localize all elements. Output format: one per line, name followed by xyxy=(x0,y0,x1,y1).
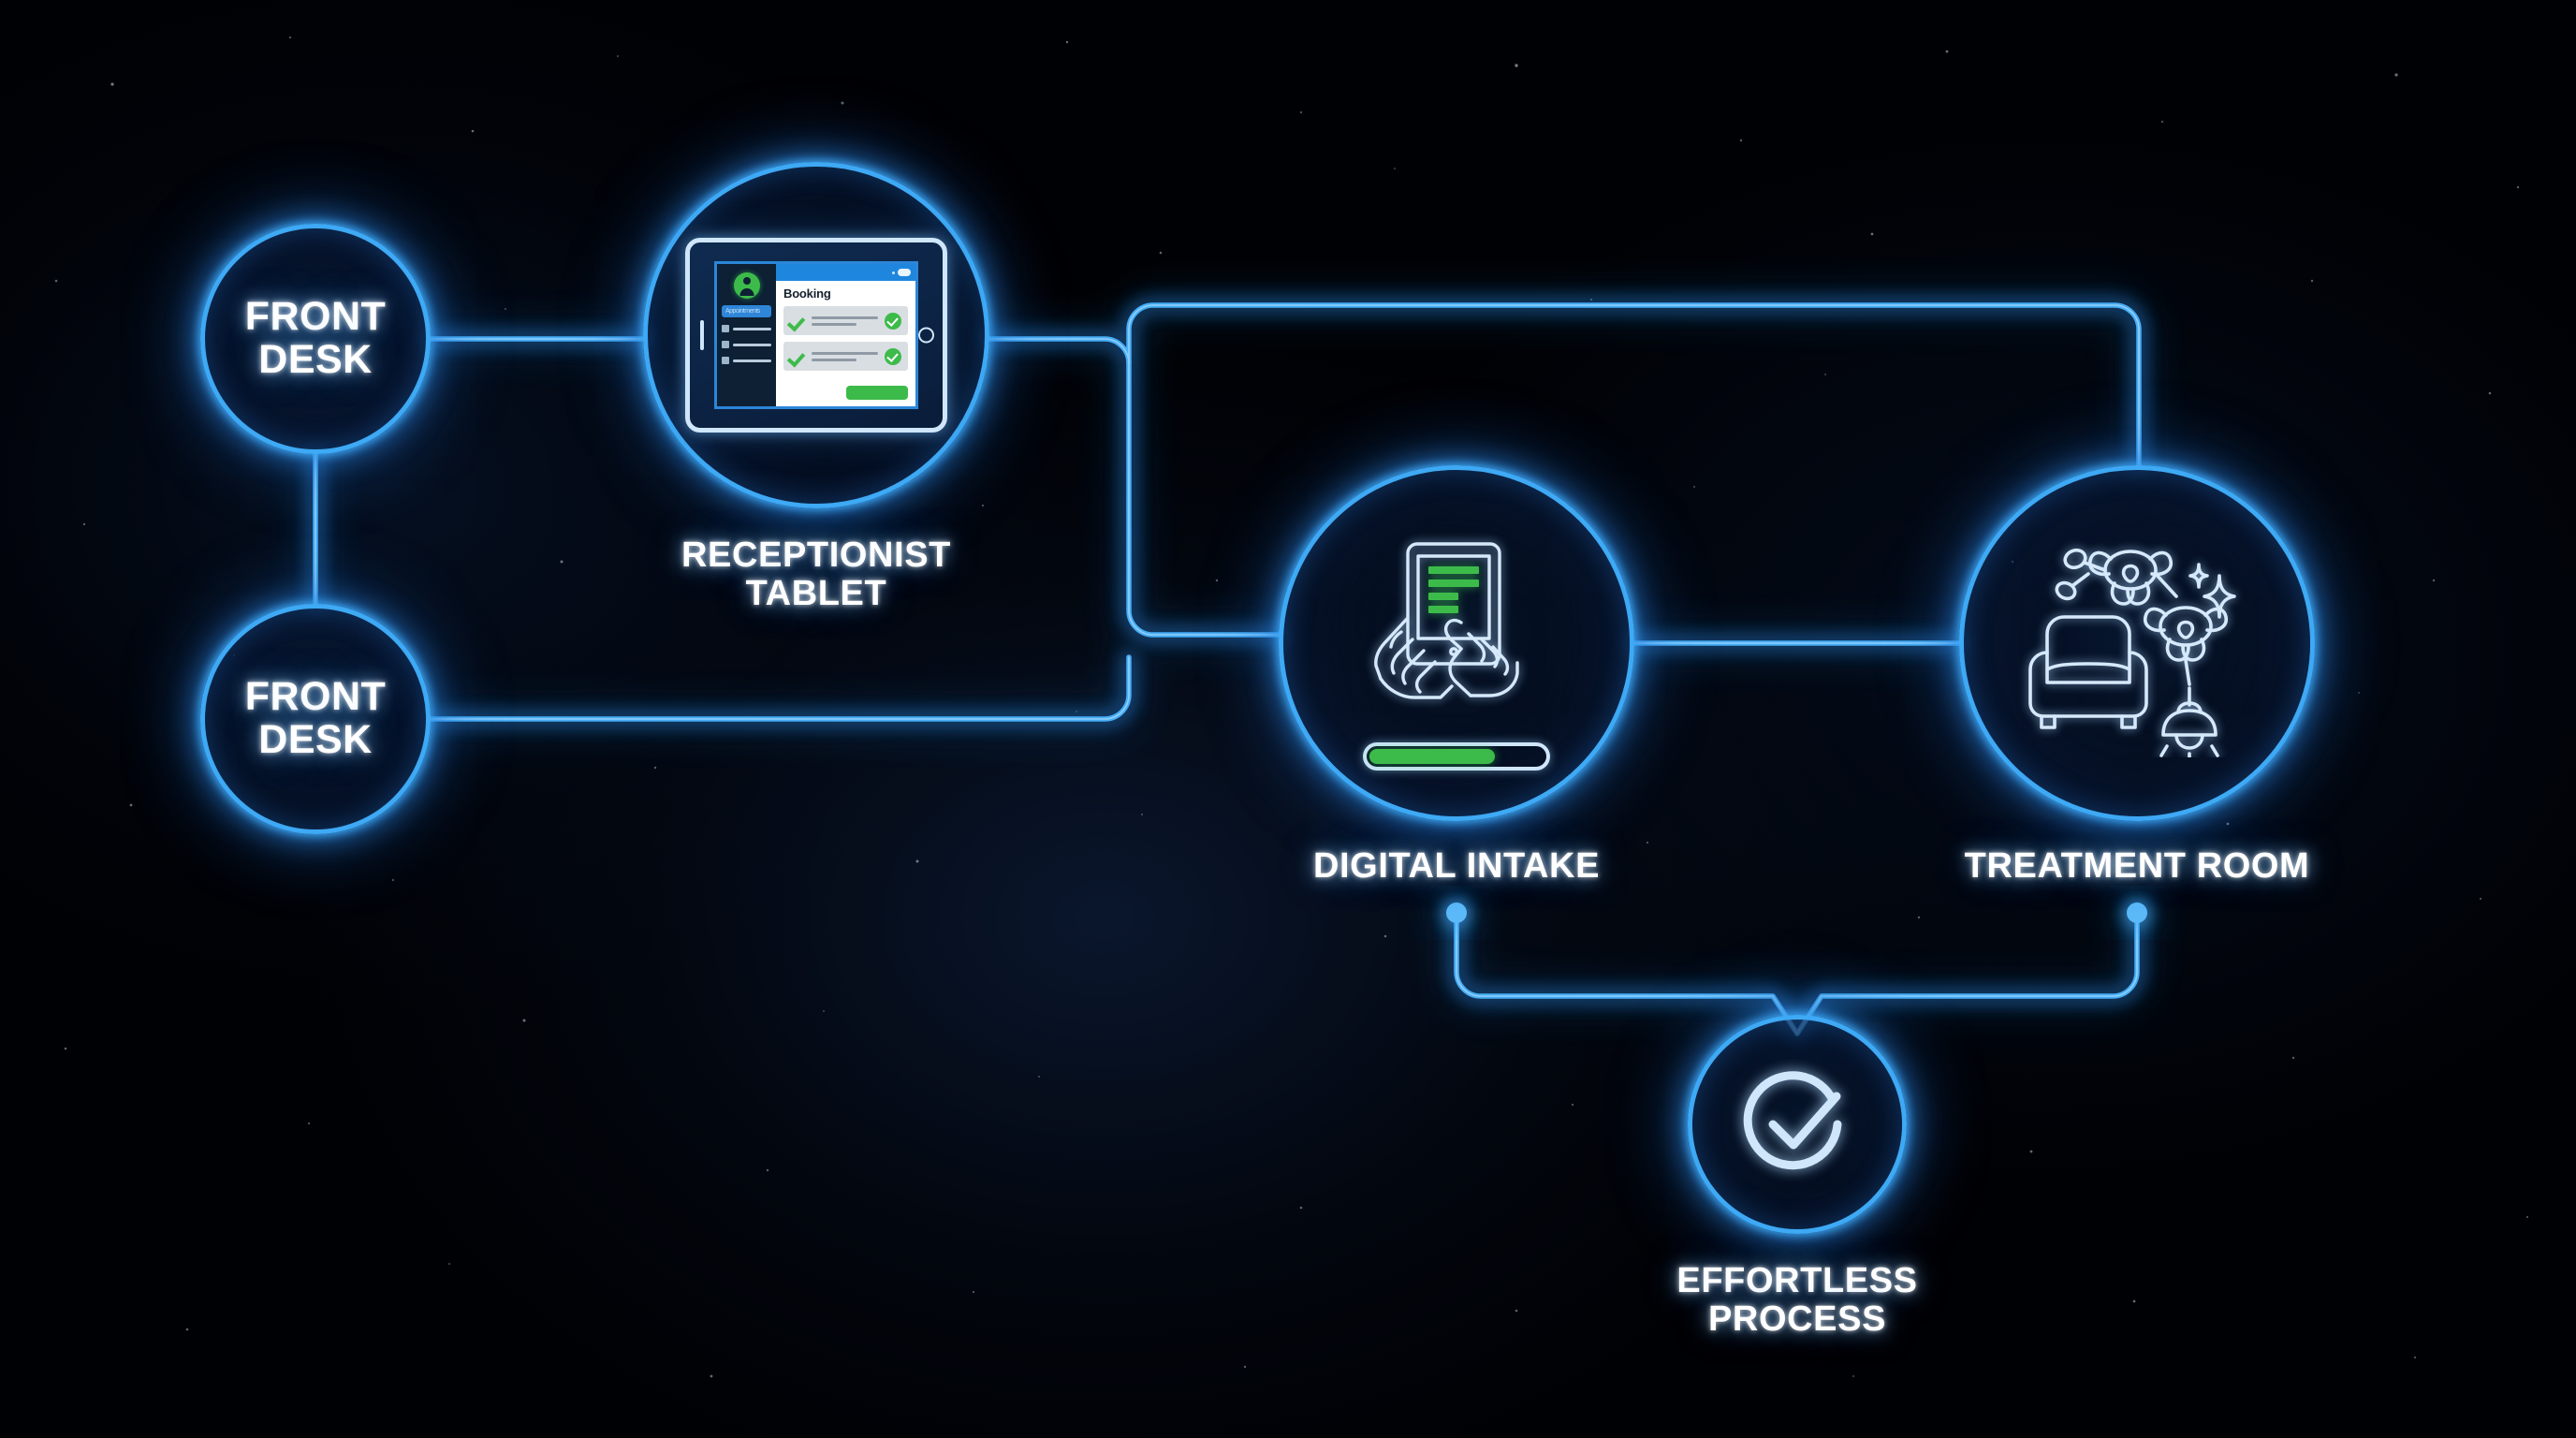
sidebar-menu-item[interactable] xyxy=(722,325,771,332)
text-line xyxy=(812,322,857,326)
booking-row-text xyxy=(812,315,878,326)
check-mark-icon xyxy=(790,351,805,362)
node-receptionist-tablet[interactable]: Appointments xyxy=(643,162,989,508)
sidebar-item-label xyxy=(733,343,771,346)
spa-room-icon xyxy=(2012,529,2262,757)
node-label-treatment-room: TREATMENT ROOM xyxy=(1964,846,2310,886)
tablet-booking-icon: Appointments xyxy=(685,238,947,433)
node-ring xyxy=(200,604,431,834)
node-label-effortless-process: EFFORTLESS PROCESS xyxy=(1676,1261,1918,1340)
sidebar-menu-item[interactable] xyxy=(722,357,771,364)
tablet-speaker-icon xyxy=(700,320,704,350)
person-icon xyxy=(722,325,729,332)
check-circle-icon xyxy=(1732,1059,1863,1190)
node-treatment-room[interactable] xyxy=(1959,465,2315,821)
sidebar-selected-item[interactable]: Appointments xyxy=(722,305,771,317)
card-icon xyxy=(722,341,729,348)
text-line xyxy=(812,315,878,319)
node-front-desk-top[interactable]: FRONT DESK xyxy=(200,224,431,454)
status-dot-icon xyxy=(892,271,895,274)
text-line xyxy=(812,358,857,361)
intake-progress-bar xyxy=(1363,742,1550,770)
node-digital-intake[interactable] xyxy=(1279,465,1634,821)
node-label-digital-intake: DIGITAL INTAKE xyxy=(1312,846,1601,886)
sidebar-item-label xyxy=(733,359,771,362)
node-effortless-process[interactable] xyxy=(1688,1015,1907,1234)
booking-panel: Booking xyxy=(776,281,915,406)
booking-heading: Booking xyxy=(783,286,831,301)
booking-row[interactable] xyxy=(783,306,908,335)
status-badge-complete-icon xyxy=(885,312,901,330)
tablet-home-button-icon[interactable] xyxy=(918,327,934,344)
tablet-screen: Appointments xyxy=(714,261,918,409)
text-line xyxy=(812,351,878,355)
node-label-front-desk-bottom: FRONT DESK xyxy=(244,674,387,762)
confirm-booking-button[interactable] xyxy=(846,386,908,400)
user-avatar-icon xyxy=(733,272,760,299)
person-icon xyxy=(722,357,729,364)
hands-tablet-icon xyxy=(1339,529,1573,726)
node-ring xyxy=(1959,465,2315,821)
status-badge-complete-icon xyxy=(885,347,901,365)
node-ring xyxy=(1688,1015,1907,1234)
node-label-receptionist-tablet: RECEPTIONIST TABLET xyxy=(681,536,951,614)
booking-row[interactable] xyxy=(783,342,908,371)
sidebar-menu-item[interactable] xyxy=(722,341,771,348)
node-label-front-desk-top: FRONT DESK xyxy=(244,294,387,382)
node-front-desk-bottom[interactable]: FRONT DESK xyxy=(200,604,431,834)
tablet-titlebar xyxy=(776,264,915,281)
intake-progress-fill xyxy=(1369,749,1495,764)
battery-icon xyxy=(898,269,911,276)
tablet-main-panel: Booking xyxy=(776,264,915,406)
tablet-sidebar: Appointments xyxy=(717,264,776,406)
booking-row-text xyxy=(812,351,878,361)
sidebar-item-label xyxy=(733,327,771,330)
check-mark-icon xyxy=(790,315,805,327)
node-ring xyxy=(200,224,431,454)
